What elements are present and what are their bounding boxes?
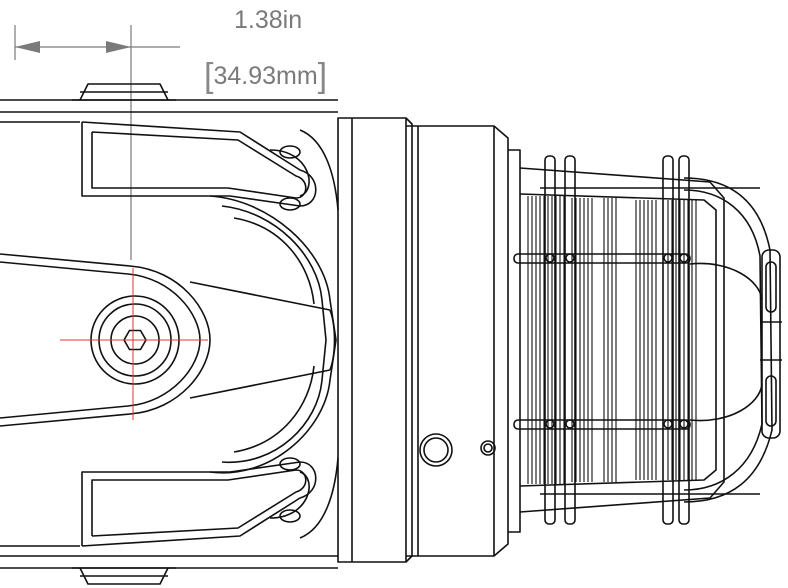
lamp-head	[519, 167, 725, 513]
mounting-bracket	[0, 83, 339, 585]
dimension-mm-value: 34.93mm	[213, 62, 318, 90]
dimension-lines	[14, 25, 180, 260]
dimension-millimeters: [34.93mm]	[204, 56, 327, 93]
dimension-bracket-close: ]	[317, 57, 328, 95]
housing-collar	[337, 117, 521, 563]
centerlines	[60, 268, 208, 420]
dimension-inches: 1.38in	[234, 6, 303, 34]
thread-fins	[527, 196, 697, 484]
wire-guard	[513, 155, 782, 525]
dimension-bracket-open: [	[204, 57, 214, 95]
